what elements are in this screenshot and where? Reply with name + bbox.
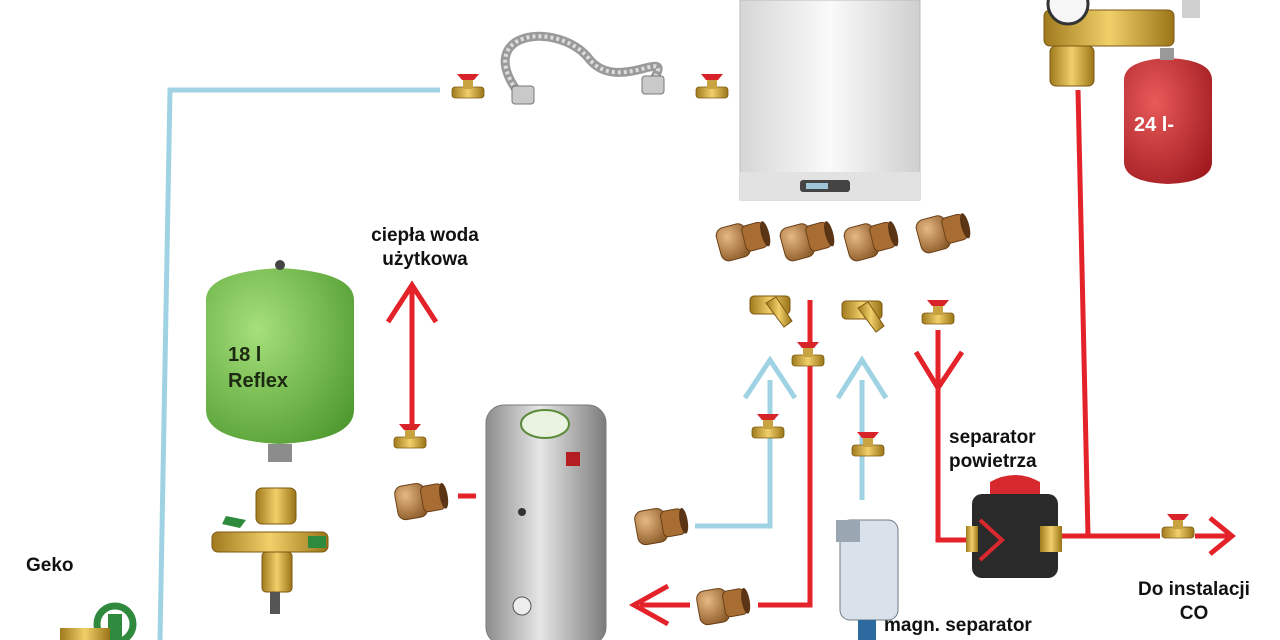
boiler-fittings: [713, 207, 974, 264]
ball-valve-icon: [851, 431, 885, 457]
wall-boiler-icon: [739, 0, 921, 201]
ball-valve-icon: [451, 73, 485, 99]
magnetic-separator-label: magn. separator: [884, 615, 1032, 636]
red-tank-label: 24 l-: [1134, 114, 1175, 136]
ball-valve-icon: [695, 73, 729, 99]
hot-water-cylinder-icon: [485, 404, 607, 640]
to-installation-label: Do instalacji CO: [1138, 579, 1250, 624]
geko-valve-icon: [60, 602, 137, 640]
red-expansion-tank-icon: [1124, 48, 1212, 184]
ball-valve-icon: [393, 423, 427, 449]
pressure-gauge-icon: [1043, 0, 1200, 87]
brass-fitting-icon: [841, 215, 902, 264]
brass-fitting-icon: [713, 215, 774, 264]
braided-hose-icon: [500, 31, 665, 105]
green-tank-label: 18 l Reflex: [228, 344, 289, 392]
y-strainer-icon: [749, 295, 793, 328]
hot-water-label: ciepła woda użytkowa: [371, 225, 479, 270]
hot-pipes: [385, 89, 1236, 627]
ball-valve-icon: [751, 413, 785, 439]
air-separator-icon: [966, 475, 1062, 578]
brass-fitting-icon: [392, 477, 452, 522]
brass-fitting-icon: [632, 502, 692, 547]
y-strainer-icon: [841, 300, 885, 333]
magnetic-separator-icon: [836, 519, 899, 640]
green-expansion-tank-icon: [206, 260, 354, 462]
geko-label: Geko: [26, 555, 74, 576]
brass-fitting-icon: [913, 207, 974, 256]
brass-fitting-icon: [777, 215, 838, 264]
air-separator-label: separator powietrza: [949, 427, 1037, 472]
safety-valve-icon: [211, 487, 329, 614]
ball-valve-icon: [921, 299, 955, 325]
brass-fitting-icon: [694, 582, 754, 627]
ball-valve-icon: [791, 341, 825, 367]
ball-valve-icon: [1161, 513, 1195, 539]
